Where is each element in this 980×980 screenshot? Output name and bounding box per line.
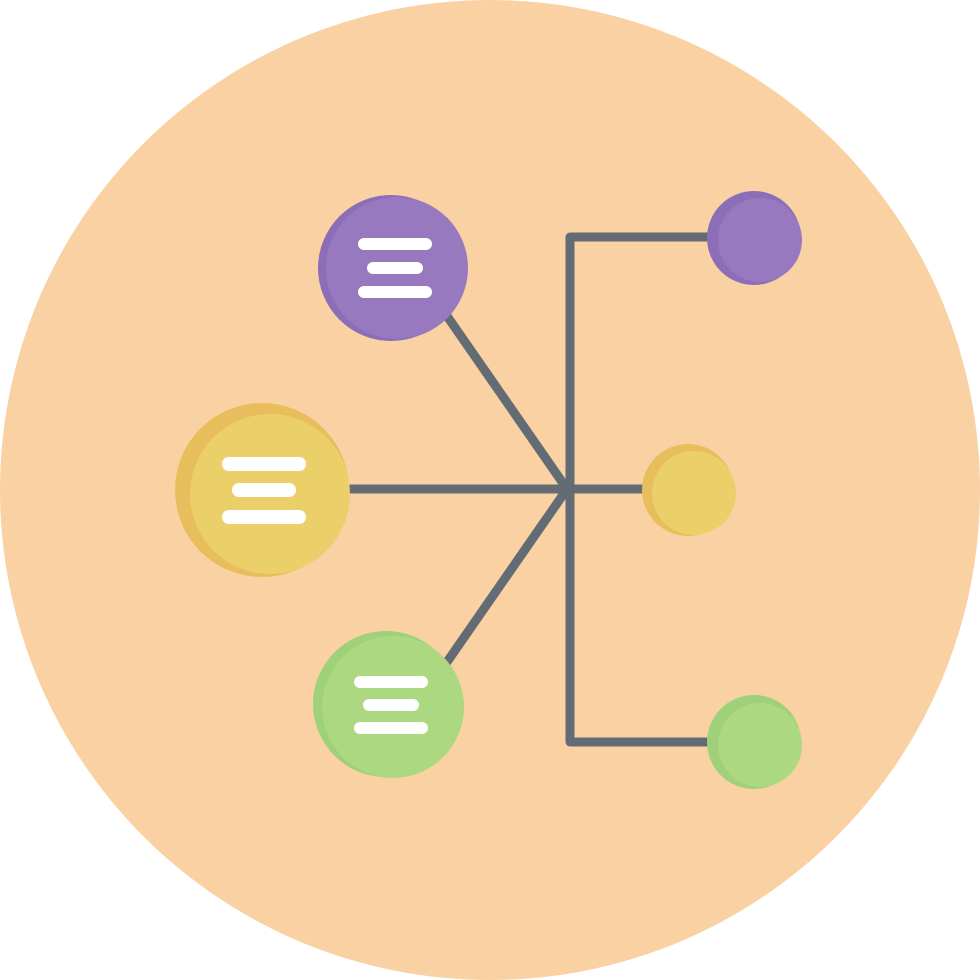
connector-purple-diagonal — [442, 311, 572, 494]
text-lines-icon — [222, 457, 306, 524]
green-text-node — [313, 631, 464, 778]
green-end-node — [707, 695, 802, 789]
connector-lines — [345, 232, 720, 747]
yellow-text-node — [175, 403, 350, 577]
connector-green-diagonal — [442, 484, 572, 667]
connector-bracket — [565, 232, 720, 747]
purple-end-node — [707, 191, 802, 285]
text-lines-icon — [354, 676, 428, 734]
yellow-end-node — [642, 444, 736, 536]
purple-text-node — [318, 195, 468, 341]
text-lines-icon — [358, 238, 432, 298]
